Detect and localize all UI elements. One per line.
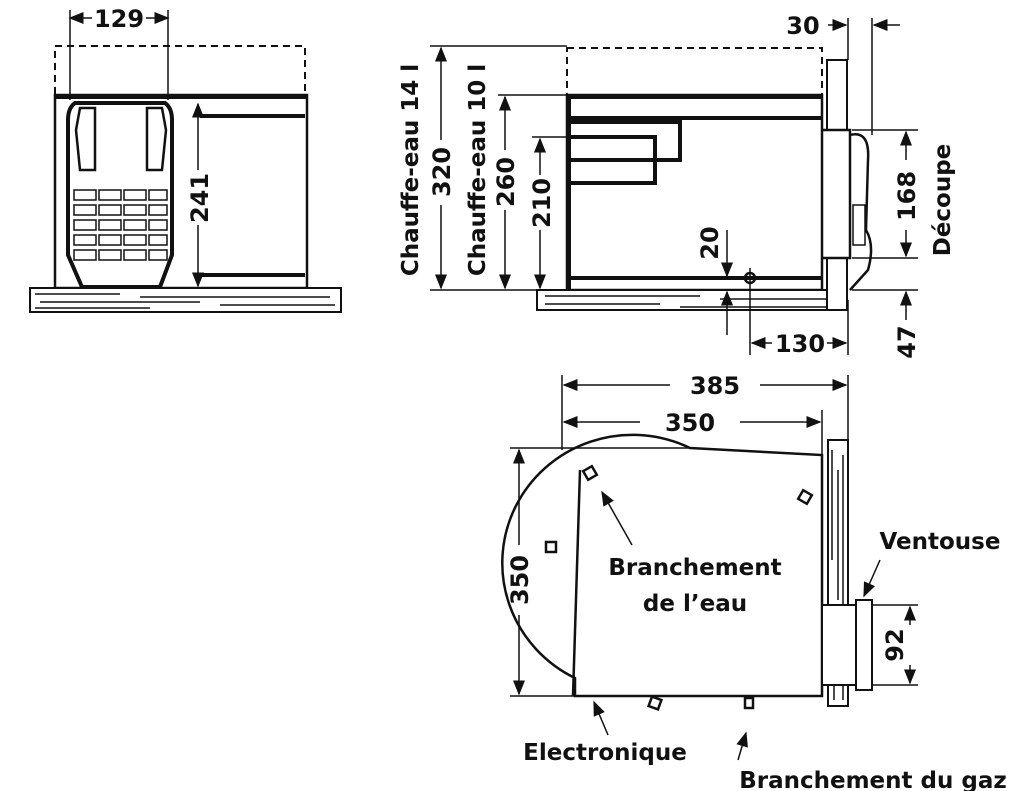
heater-housing-side [565,93,824,292]
optional-extension-outline [54,45,306,97]
14l-extension-outline [566,47,823,96]
front-view: 129 241 [29,5,342,313]
label-ventouse: Ventouse [880,529,1001,555]
top-view: 385 350 350 92 Branchement de l’eau Vent… [501,372,1007,791]
heater-outline-top [501,433,824,698]
dim-129: 129 [94,5,144,33]
dim-210: 210 [528,178,556,228]
dim-350-horizontal: 350 [665,409,715,437]
dim-168: 168 [893,171,921,221]
label-decoupe: Découpe [930,144,956,257]
dim-20: 20 [696,226,724,259]
dim-30: 30 [786,12,819,40]
label-gas-connection: Branchement du gaz [739,768,1007,791]
dim-260: 260 [492,157,520,207]
dim-130: 130 [775,330,825,358]
label-water-connection-1: Branchement [608,555,781,581]
label-chauffe-eau-14l: Chauffe-eau 14 l [398,64,424,276]
grille-slots [73,189,168,261]
wall-panel-upper [826,59,848,131]
side-view: 320 Chauffe-eau 14 l 260 Chauffe-eau 10 … [398,12,956,359]
dim-350-vertical: 350 [506,555,534,605]
dim-385: 385 [690,372,740,400]
dim-92: 92 [881,628,909,661]
dim-241: 241 [186,173,214,223]
label-electronique: Electronique [523,740,687,766]
label-water-connection-2: de l’eau [643,591,747,617]
heater-housing [53,93,309,290]
vent-unit [822,128,852,260]
mounting-tabs [544,464,814,712]
label-chauffe-eau-10l: Chauffe-eau 10 l [465,64,491,276]
dim-47: 47 [893,325,921,358]
dim-320: 320 [428,147,456,197]
wall-panel-lower [826,257,848,311]
vent-chimney [821,604,861,686]
